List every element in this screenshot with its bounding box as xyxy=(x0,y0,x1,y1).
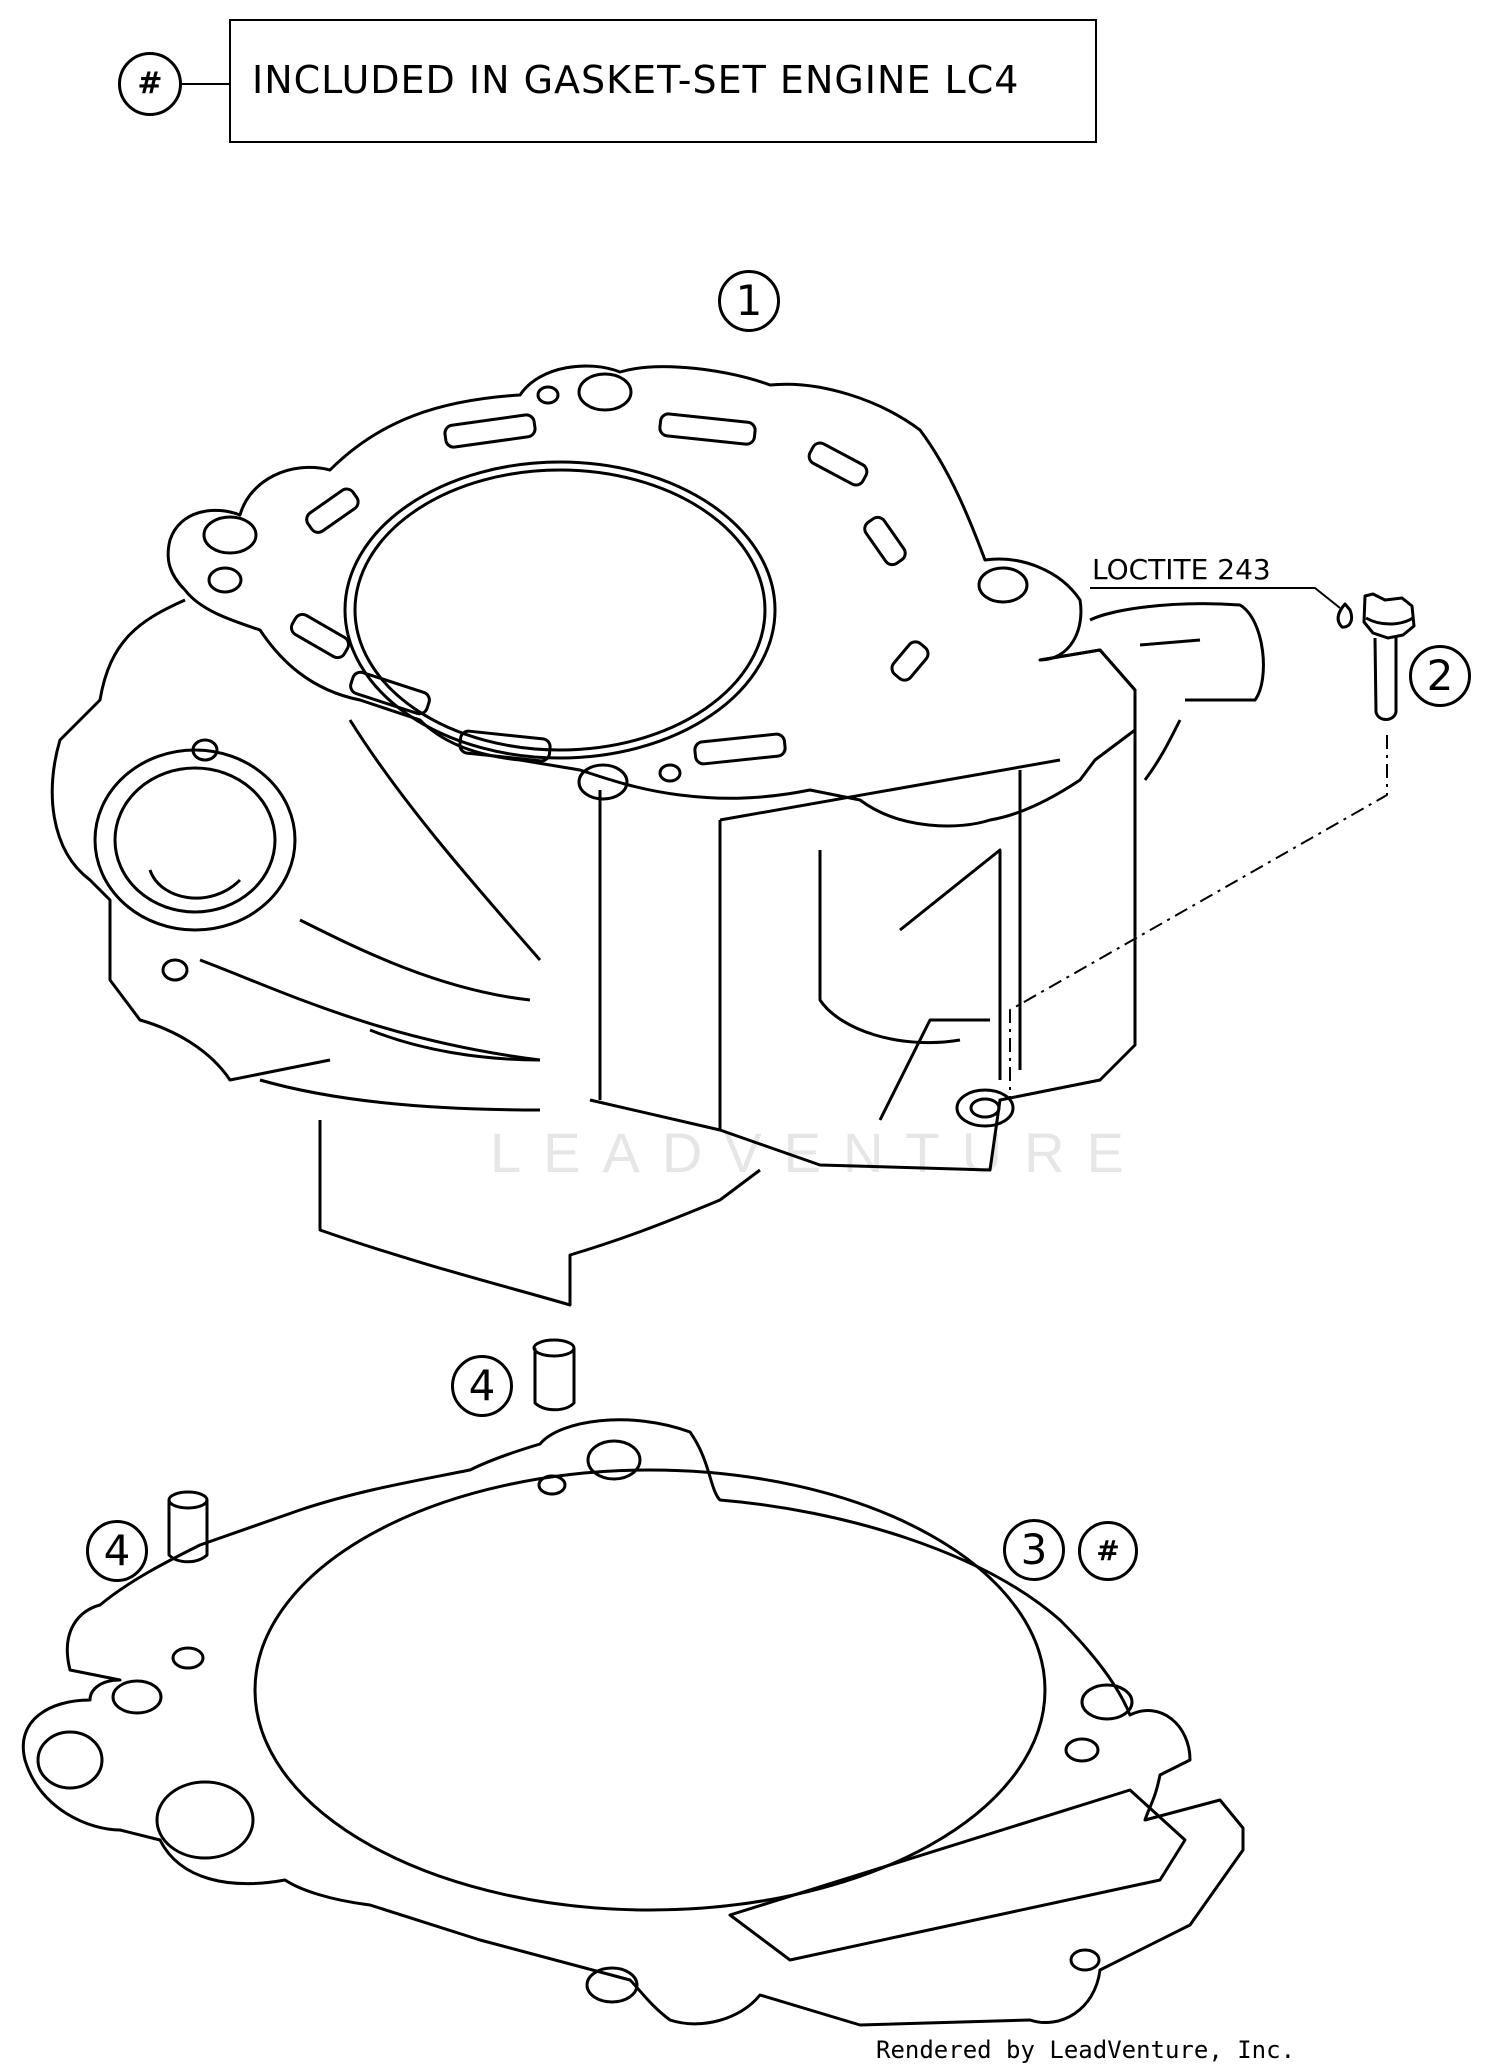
callout-dowel-upper[interactable]: 4 xyxy=(451,1355,513,1417)
loctite-leader xyxy=(1090,587,1341,609)
loctite-drop-icon xyxy=(1336,602,1354,629)
legend-hash-symbol: # xyxy=(118,52,182,116)
callout-gasket-set-mark[interactable]: # xyxy=(1078,1521,1138,1581)
screw-icon[interactable] xyxy=(1362,592,1416,721)
watermark: LEADVENTURE xyxy=(490,1121,1146,1184)
cylinder-icon[interactable] xyxy=(50,364,1265,1307)
footer-credit: Rendered by LeadVenture, Inc. xyxy=(876,2036,1296,2064)
callout-screw[interactable]: 2 xyxy=(1409,645,1471,707)
dowel-pin-icon[interactable] xyxy=(532,1338,576,1412)
legend-box xyxy=(229,19,1097,143)
callout-cylinder[interactable]: 1 xyxy=(718,270,780,332)
screw-alignment-line xyxy=(1009,735,1388,1100)
legend-connector xyxy=(182,83,229,85)
legend-text: INCLUDED IN GASKET-SET ENGINE LC4 xyxy=(252,58,1020,102)
callout-dowel-lower[interactable]: 4 xyxy=(86,1520,148,1582)
callout-gasket[interactable]: 3 xyxy=(1003,1519,1065,1581)
dowel-pin-icon[interactable] xyxy=(167,1490,209,1564)
loctite-label: LOCTITE 243 xyxy=(1092,553,1271,586)
gasket-icon[interactable] xyxy=(21,1418,1245,2027)
